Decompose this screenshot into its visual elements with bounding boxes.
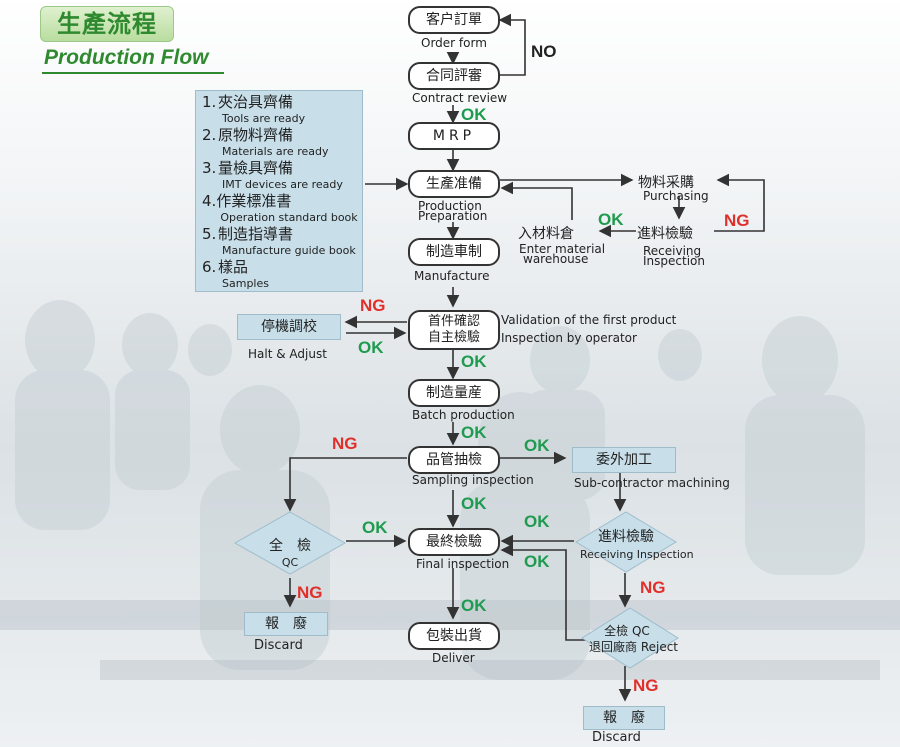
checklist-item: 5. 制造指導書 Manufacture guide book (202, 225, 356, 258)
ng-mark: NG (297, 583, 323, 602)
node-batch-production: 制造量産 (408, 379, 500, 407)
node-discard-right-label: Discard (592, 730, 641, 745)
ng-mark: NG (633, 676, 659, 695)
node-production-preparation: 生產准備 (408, 170, 500, 198)
ok-mark: OK (461, 352, 487, 371)
item-label-zh: 樣品 (218, 258, 249, 276)
preparation-checklist: 1. 夾治具齊備 Tools are ready 2. 原物料齊備 Materi… (195, 90, 363, 292)
item-label-zh: 作業標准書 (216, 192, 292, 210)
ok-mark: OK (524, 552, 550, 571)
node-receiving-inspection: 進料檢驗 (637, 226, 693, 242)
qc-diamond (233, 511, 347, 575)
node-mrp: MRP (408, 122, 500, 150)
node-halt-adjust-label: Halt & Adjust (248, 347, 327, 361)
reject-diamond (581, 607, 679, 669)
node-manufacture-label: Manufacture (414, 269, 490, 283)
checklist-item: 4. 作業標准書 Operation standard book (202, 192, 358, 225)
node-order-form: 客户訂單 (408, 6, 500, 34)
ok-mark: OK (461, 105, 487, 124)
reject-diamond-label: 全檢 QC (604, 624, 650, 638)
node-deliver: 包裝出貨 (408, 622, 500, 650)
node-purchasing-label: Purchasing (643, 189, 709, 203)
ng-mark: NG (640, 578, 666, 597)
node-manufacture: 制造車制 (408, 238, 500, 266)
qc-diamond-label: 全 檢 (269, 538, 311, 554)
ok-mark: OK (461, 494, 487, 513)
node-first-article-label: Validation of the first product (501, 313, 677, 327)
item-number: 6. (202, 258, 217, 276)
node-contract-review-label: Contract review (412, 91, 508, 105)
ok-mark: OK (358, 338, 384, 357)
node-sub-contractor-label: Sub-contractor machining (574, 476, 730, 490)
node-first-article-line1: 首件確認 (427, 314, 480, 329)
item-number: 1. (202, 93, 217, 111)
node-enter-warehouse: 入材料倉 (518, 226, 574, 242)
node-deliver-label: Deliver (432, 651, 475, 665)
item-label-en: Tools are ready (222, 112, 306, 125)
ok-mark: OK (524, 436, 550, 455)
item-number: 3. (202, 159, 217, 177)
qc-diamond-sub: QC (281, 556, 299, 569)
node-final-inspection: 最終檢驗 (408, 528, 500, 556)
node-receiving-inspection-label: Inspection (643, 254, 705, 268)
node-order-form-label: Order form (421, 36, 487, 50)
node-sampling-inspection-label: Sampling inspection (412, 473, 534, 487)
page-title-chinese: 生產流程 (40, 6, 174, 42)
item-label-en: IMT devices are ready (222, 178, 343, 191)
receiving-diamond-sub: Receiving Inspection (580, 548, 694, 561)
node-receiving-inspection-label: Receiving (643, 244, 702, 258)
ng-mark: NG (724, 211, 750, 230)
node-production-preparation-label: Preparation (418, 209, 488, 223)
checklist-item: 3. 量檢具齊備 IMT devices are ready (202, 159, 356, 192)
checklist-item: 6. 樣品 Samples (202, 258, 356, 291)
item-label-zh: 原物料齊備 (218, 126, 294, 144)
node-discard-left: 報 廢 (244, 612, 328, 636)
checklist-item: 1. 夾治具齊備 Tools are ready (202, 93, 356, 126)
node-discard-left-label: Discard (254, 638, 303, 653)
node-sampling-inspection: 品管抽檢 (408, 446, 500, 474)
item-number: 4. (202, 192, 217, 210)
ok-mark: OK (524, 512, 550, 531)
node-first-article-label: Inspection by operator (501, 331, 637, 345)
item-label-zh: 制造指導書 (218, 225, 294, 243)
ok-mark: OK (461, 423, 487, 442)
receiving-diamond (575, 511, 677, 573)
item-number: 5. (202, 225, 217, 243)
receiving-diamond-label: 進料檢驗 (598, 529, 654, 545)
ok-mark: OK (461, 596, 487, 615)
node-purchasing: 物料采購 (638, 175, 694, 191)
item-label-zh: 量檢具齊備 (218, 159, 294, 177)
node-first-article: 首件確認 自主檢驗 (408, 310, 500, 350)
ok-mark: OK (598, 210, 624, 229)
item-label-zh: 夾治具齊備 (218, 93, 294, 111)
no-mark: NO (531, 42, 557, 61)
item-label-en: Manufacture guide book (222, 244, 356, 257)
page-title: Production Flow (44, 46, 209, 69)
node-halt-adjust: 停機調校 (237, 314, 341, 340)
node-enter-warehouse-label: Enter material (519, 242, 606, 256)
node-discard-right: 報 廢 (583, 706, 665, 730)
ng-mark: NG (360, 296, 386, 315)
node-production-preparation-label: Production (418, 199, 482, 213)
item-label-en: Samples (222, 277, 269, 290)
item-label-en: Operation standard book (220, 211, 358, 224)
ng-mark: NG (332, 434, 358, 453)
reject-diamond-sub: 退回廠商 Reject (589, 640, 679, 654)
checklist-item: 2. 原物料齊備 Materials are ready (202, 126, 356, 159)
node-first-article-line2: 自主檢驗 (427, 330, 480, 345)
node-final-inspection-label: Final inspection (416, 557, 510, 571)
title-underline (42, 72, 224, 74)
ok-mark: OK (362, 518, 388, 537)
item-label-en: Materials are ready (222, 145, 329, 158)
node-enter-warehouse-label: warehouse (523, 252, 589, 266)
node-contract-review: 合同評審 (408, 62, 500, 90)
node-sub-contractor: 委外加工 (572, 447, 676, 473)
item-number: 2. (202, 126, 217, 144)
node-batch-production-label: Batch production (412, 408, 515, 422)
